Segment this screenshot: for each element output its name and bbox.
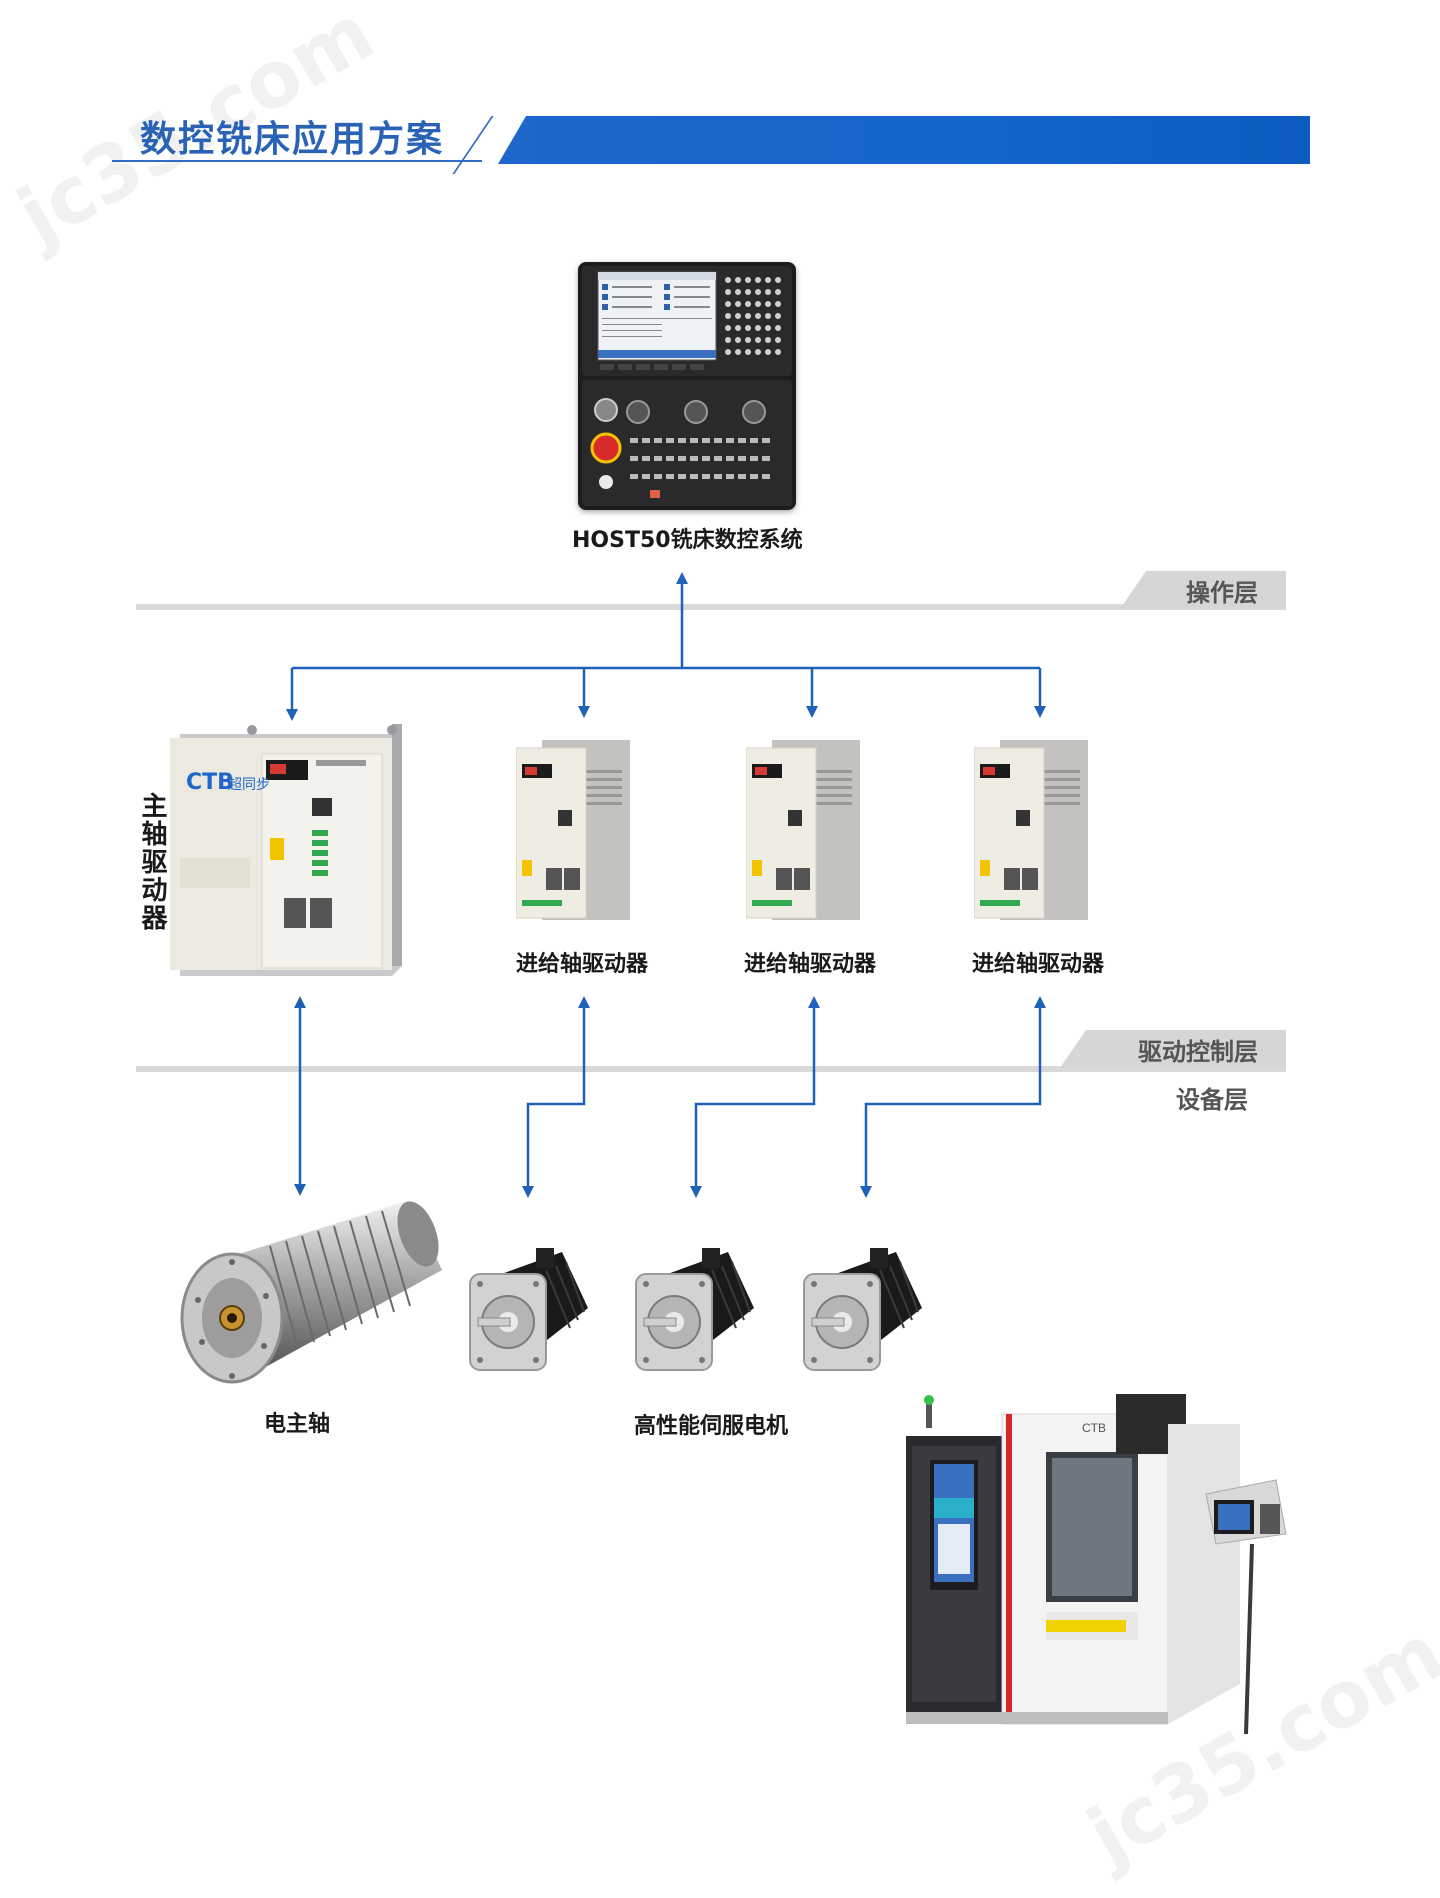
feed-driver-3-label: 进给轴驱动器 bbox=[972, 952, 1105, 977]
servo-1-link bbox=[522, 996, 590, 1198]
device-layer-label: 设备层 bbox=[1176, 1086, 1248, 1114]
spindle-driver-brand: CTB bbox=[186, 770, 234, 795]
feed-driver-3-image bbox=[973, 740, 1092, 920]
servo-motor-2-image bbox=[632, 1248, 756, 1378]
drive-control-layer-tab: 驱动控制层 bbox=[1060, 1030, 1286, 1068]
servo-motor-1-image bbox=[466, 1248, 590, 1378]
cnc-milling-machine-image: CTB bbox=[906, 1394, 1310, 1750]
motorized-spindle-image bbox=[180, 1190, 450, 1400]
spindle-driver-image bbox=[170, 718, 406, 986]
cnc-control-panel bbox=[578, 262, 796, 510]
page-title: 数控铣床应用方案 bbox=[140, 119, 445, 160]
cnc-system-label: HOST50铣床数控系统 bbox=[572, 528, 803, 553]
feed-driver-1-label: 进给轴驱动器 bbox=[516, 952, 649, 977]
operation-layer-tab: 操作层 bbox=[1120, 571, 1286, 609]
servo-motor-label: 高性能伺服电机 bbox=[634, 1414, 789, 1439]
spindle-driver-label: 主轴驱动器 bbox=[137, 792, 167, 932]
header-banner bbox=[498, 116, 1310, 164]
feed-driver-1-image bbox=[515, 740, 634, 920]
title-underline bbox=[112, 160, 482, 162]
servo-2-link bbox=[690, 996, 820, 1198]
feed-driver-2-image bbox=[745, 740, 864, 920]
feed-driver-2-label: 进给轴驱动器 bbox=[744, 952, 877, 977]
spindle-driver-brand-sub: 超同步 bbox=[228, 777, 270, 793]
machine-brand: CTB bbox=[1082, 1421, 1106, 1435]
servo-3-link bbox=[860, 996, 1046, 1198]
motorized-spindle-label: 电主轴 bbox=[264, 1412, 331, 1437]
servo-motor-3-image bbox=[800, 1248, 924, 1378]
operation-layer-line bbox=[136, 604, 1286, 610]
